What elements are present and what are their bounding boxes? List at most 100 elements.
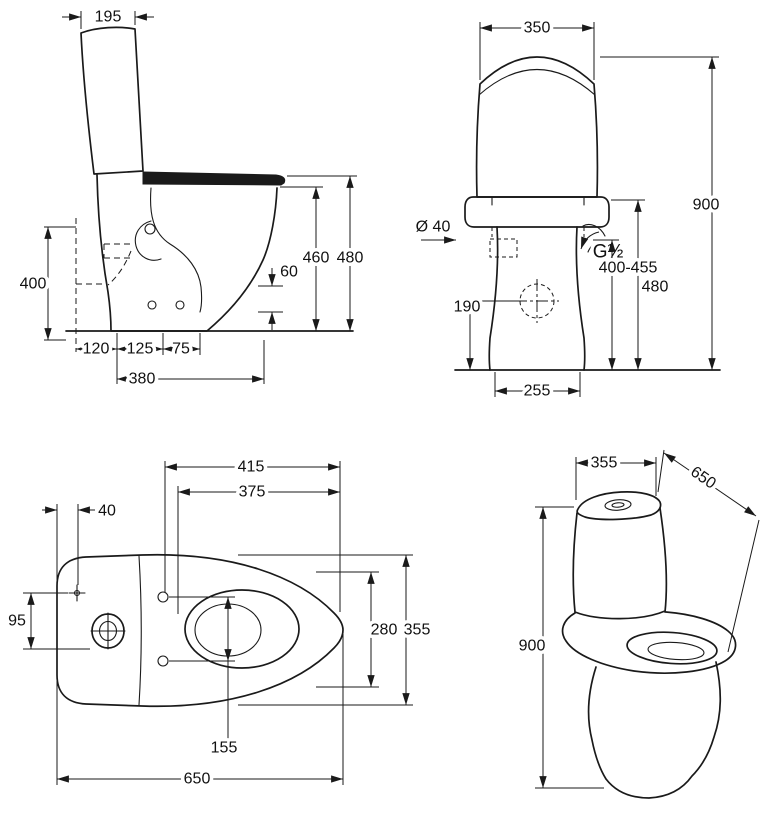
extension-lines: [238, 554, 413, 706]
dim-375: 375: [177, 480, 340, 614]
supply-crosshair: [68, 584, 86, 602]
plan-outline: [56, 553, 344, 708]
valve-circle: [144, 223, 156, 235]
flush-button-3d-inner: [611, 502, 625, 508]
perspective-view: 355 650 900: [515, 449, 760, 799]
dimension-label: 195: [95, 9, 122, 26]
dimension-line: [663, 452, 757, 517]
extension-lines: [44, 226, 76, 341]
dimension-label: 415: [238, 459, 265, 476]
dim-95: 95: [5, 592, 90, 650]
tank-front: [475, 56, 599, 198]
dimension-label: 280: [371, 622, 398, 639]
dimension-label: 400-455: [599, 260, 658, 277]
dim-480-front: 480: [611, 199, 672, 370]
extension-lines: [116, 333, 265, 384]
supply-point: [73, 589, 81, 597]
bowl-rim-oval: [184, 589, 300, 669]
dim-190: 190: [450, 295, 519, 370]
dimension-label: 350: [524, 20, 551, 37]
bowl-opening-3d: [626, 631, 718, 665]
top-view: 415 375 40 95 280 355: [5, 455, 434, 791]
dimension-label: 155: [211, 740, 238, 757]
extension-lines: [535, 506, 604, 789]
dim-155: 155: [169, 596, 241, 760]
dimension-label: 95: [8, 613, 26, 630]
tank-body-3d: [572, 507, 668, 620]
dimension-label: 380: [129, 371, 156, 388]
bowl-profile: [96, 174, 278, 332]
tank-top-face: [576, 491, 662, 521]
bowl-depth-3d: [647, 641, 705, 661]
side-view: 195 400 460 480 60 120: [16, 5, 367, 391]
dimension-label: 120: [83, 341, 110, 358]
tank-profile: [80, 26, 144, 175]
dim-400: 400: [16, 226, 76, 341]
dim-bottom-chain: 120 125 75 380: [76, 333, 265, 391]
flush-mechanism-detail: [134, 187, 203, 313]
dim-400-455: 400-455: [593, 239, 661, 370]
dimension-label: 480: [642, 279, 669, 296]
dimension-label: 75: [172, 341, 190, 358]
dimension-label: 460: [303, 250, 330, 267]
water-swirl-icon: [582, 223, 606, 253]
extension-lines: [258, 285, 283, 313]
outlet-centerlines: [515, 279, 559, 323]
dimension-label: 355: [404, 622, 431, 639]
dim-900-persp: 900: [515, 506, 604, 789]
pedestal-3d: [587, 661, 722, 799]
dim-40: 40: [42, 499, 120, 585]
dim-355-persp: 355: [575, 451, 657, 500]
hinge-hole: [157, 591, 169, 603]
dim-480: 480: [287, 175, 367, 331]
fixing-hole: [175, 300, 185, 310]
dimension-label: 125: [127, 341, 154, 358]
tank-lid-seam: [478, 68, 596, 96]
dim-350: 350: [479, 16, 595, 80]
water-connection-arrow: [580, 231, 600, 250]
dim-355-top: 355: [238, 554, 434, 706]
flush-button-3d: [604, 499, 632, 511]
dim-415: 415: [164, 455, 341, 612]
hidden-lines: [75, 218, 132, 352]
bowl-rim-3d: [561, 611, 737, 674]
extension-lines: [56, 634, 344, 785]
seat-lid-profile: [142, 171, 286, 186]
dim-460: 460: [280, 186, 333, 331]
dimension-label: 355: [591, 455, 618, 472]
hinge-hole: [157, 655, 169, 667]
fixing-hole: [147, 300, 157, 310]
dimension-label: 190: [454, 299, 481, 316]
dimension-label: 375: [239, 484, 266, 501]
dimension-label: Ø 40: [416, 219, 451, 236]
flush-button-cross: [90, 612, 126, 650]
dimension-label: 900: [519, 638, 546, 655]
dimension-label: 40: [98, 503, 116, 520]
dimension-label: 900: [693, 197, 720, 214]
seat-band: [464, 196, 610, 228]
dimension-label: 650: [184, 771, 211, 788]
extension-lines: [657, 449, 760, 653]
dimension-label: 255: [524, 383, 551, 400]
dim-650-top: 650: [56, 634, 344, 791]
extension-lines: [169, 596, 235, 740]
connection-label: G½: [593, 242, 624, 263]
dim-60: 60: [258, 260, 302, 330]
dimension-label: 60: [280, 264, 298, 281]
dimension-label: 480: [337, 250, 364, 267]
hinge-bolts: [491, 196, 585, 206]
front-view: 350 Ø 40 G½ 900 480 400-455 190: [412, 16, 723, 403]
dim-195: 195: [62, 5, 154, 29]
dim-650-persp: 650: [657, 449, 760, 653]
dim-280: 280: [316, 571, 401, 688]
dim-255: 255: [494, 372, 581, 403]
dim-900: 900: [600, 56, 723, 370]
inlet-hidden-rect: [489, 227, 585, 258]
dimension-label: 650: [687, 463, 719, 492]
extension-lines: [316, 571, 379, 688]
cistern-seam: [138, 555, 142, 706]
extension-lines: [56, 504, 79, 585]
extension-lines: [164, 461, 341, 612]
